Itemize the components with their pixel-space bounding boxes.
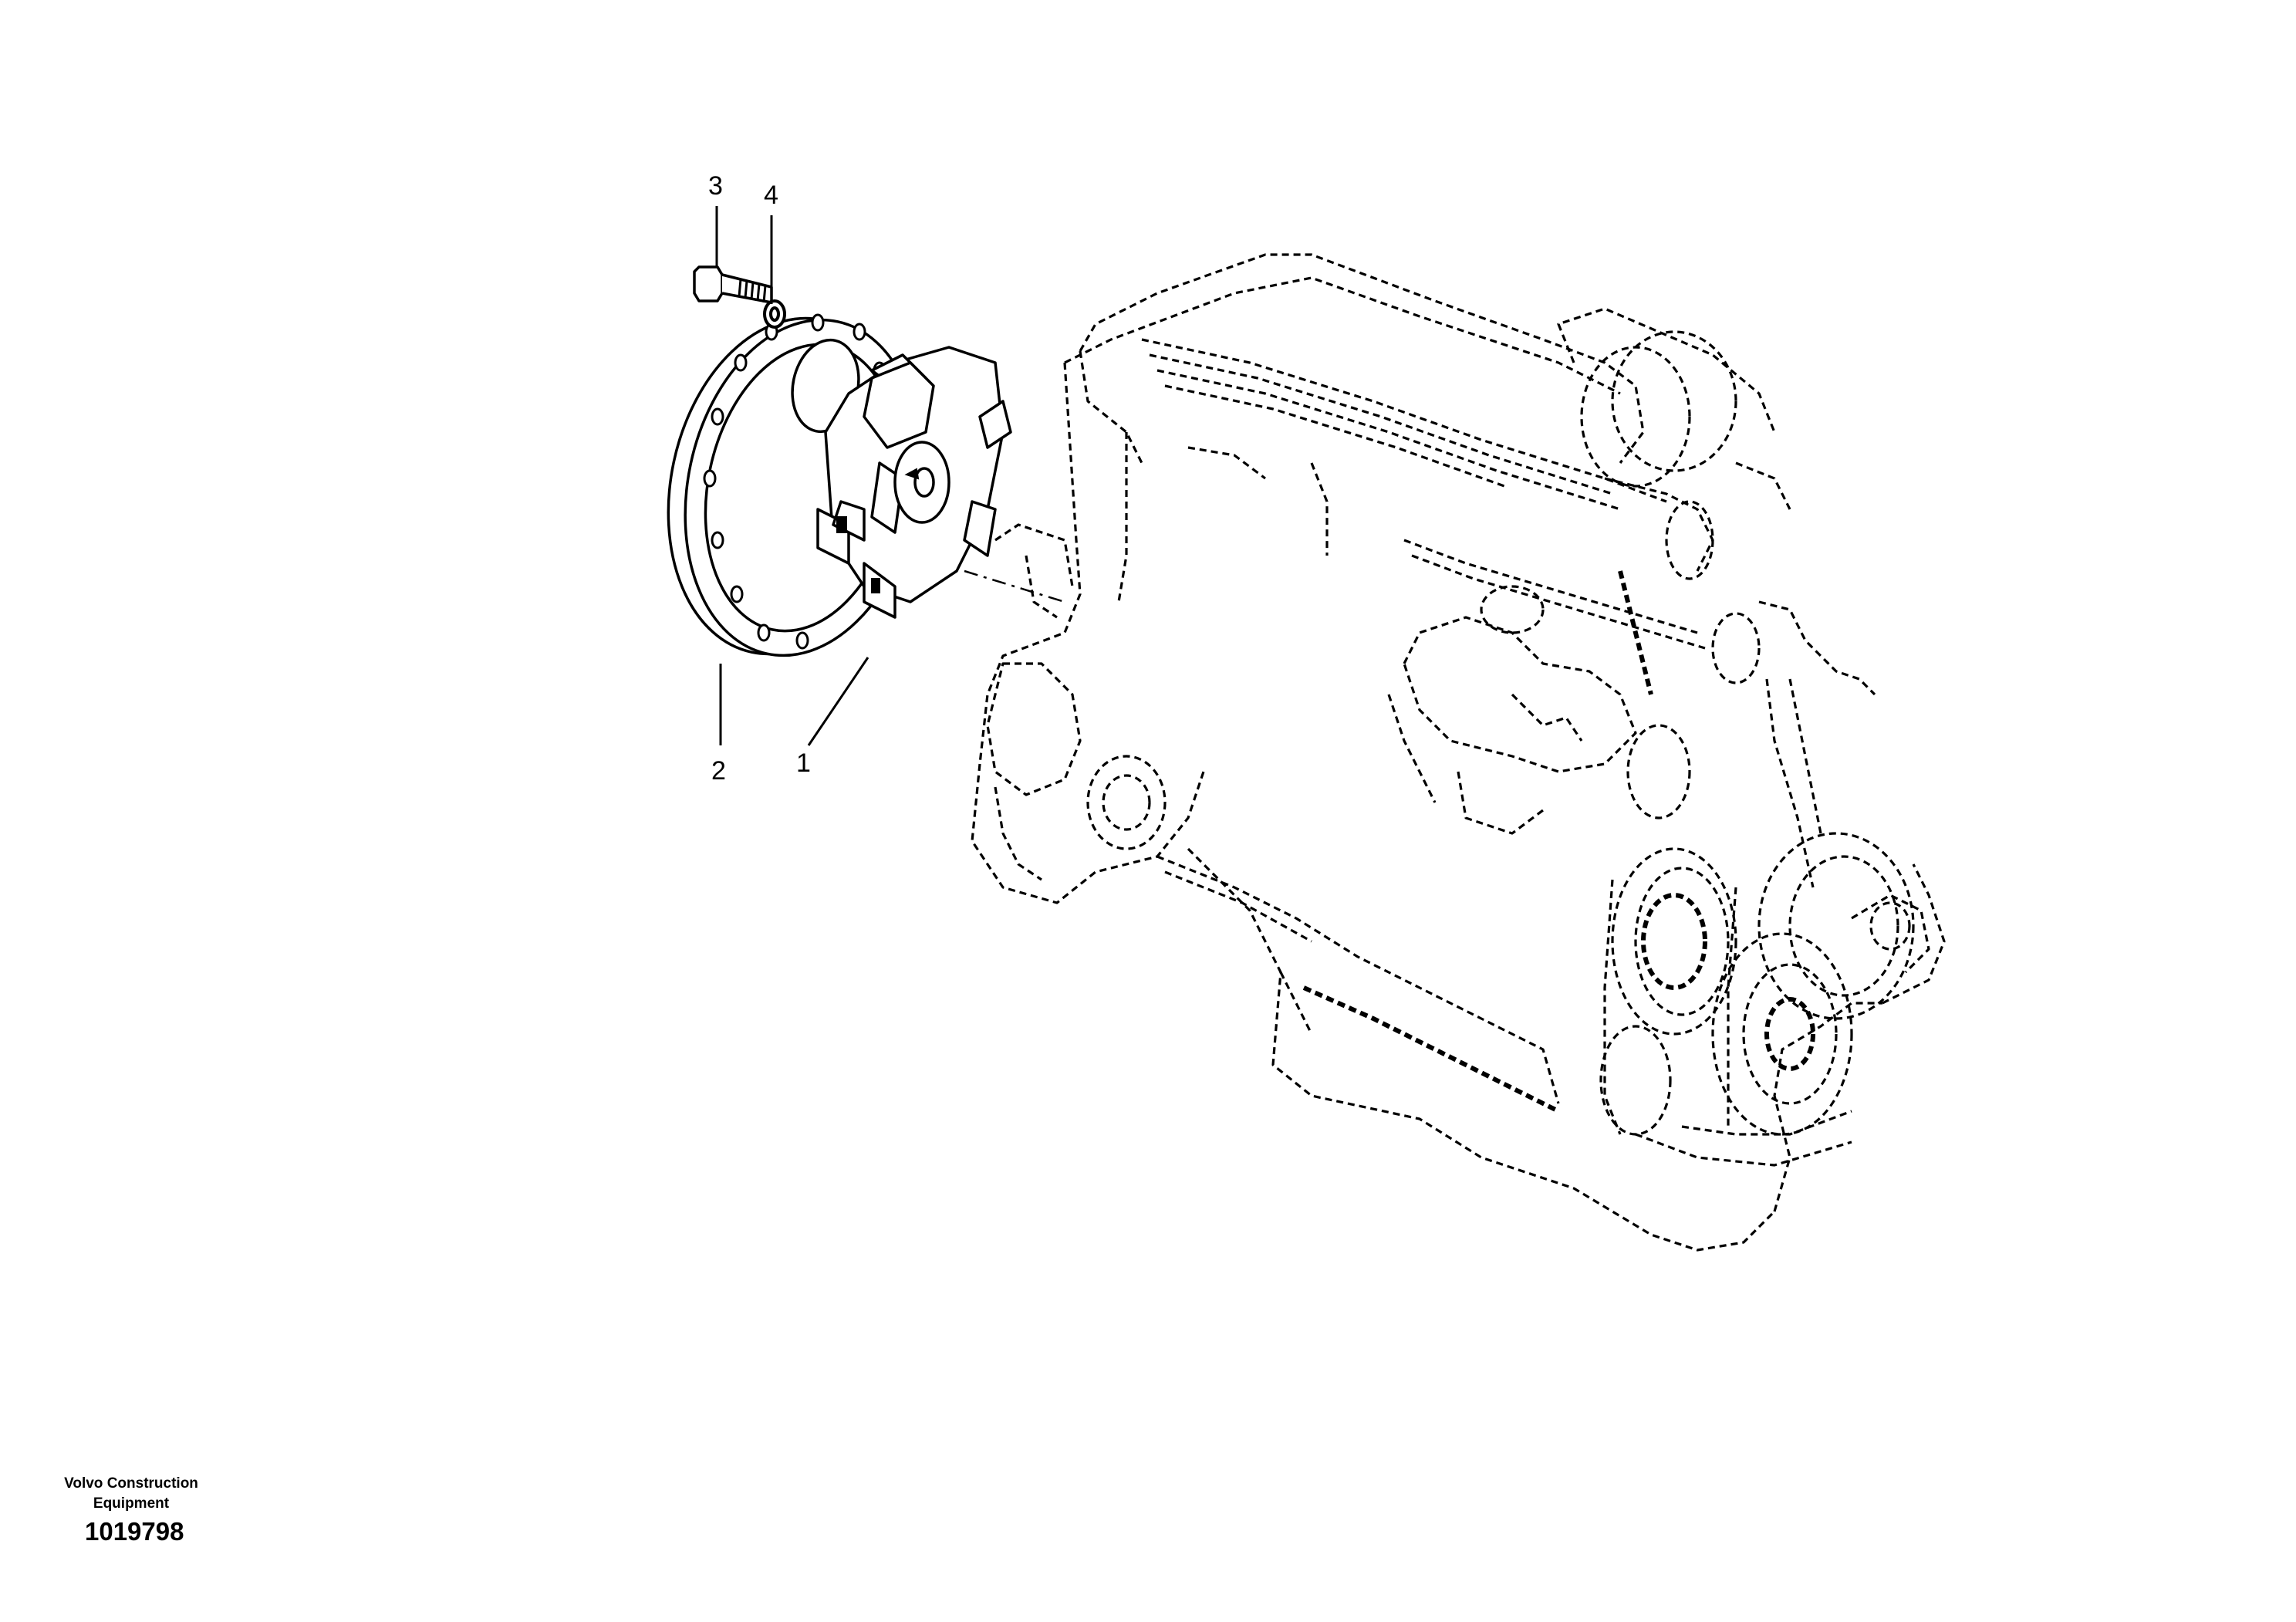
assembly-centerline [964,569,1065,603]
publisher-label: Volvo Construction Equipment [46,1474,216,1514]
callout-2: 2 [711,756,726,786]
callout-4: 4 [764,181,778,210]
washer [763,299,786,329]
engine-phantom-accents [1302,570,1815,1113]
coupling-detail [836,468,920,593]
callout-3: 3 [708,171,723,201]
document-number: 1019798 [85,1517,184,1546]
publisher-line-2: Equipment [93,1495,170,1512]
bolt-threads [738,279,767,303]
publisher-line-1: Volvo Construction [64,1475,198,1492]
engine-phantom-outline [971,253,1946,1252]
leader-lines [715,206,869,746]
callout-1: 1 [796,748,811,778]
